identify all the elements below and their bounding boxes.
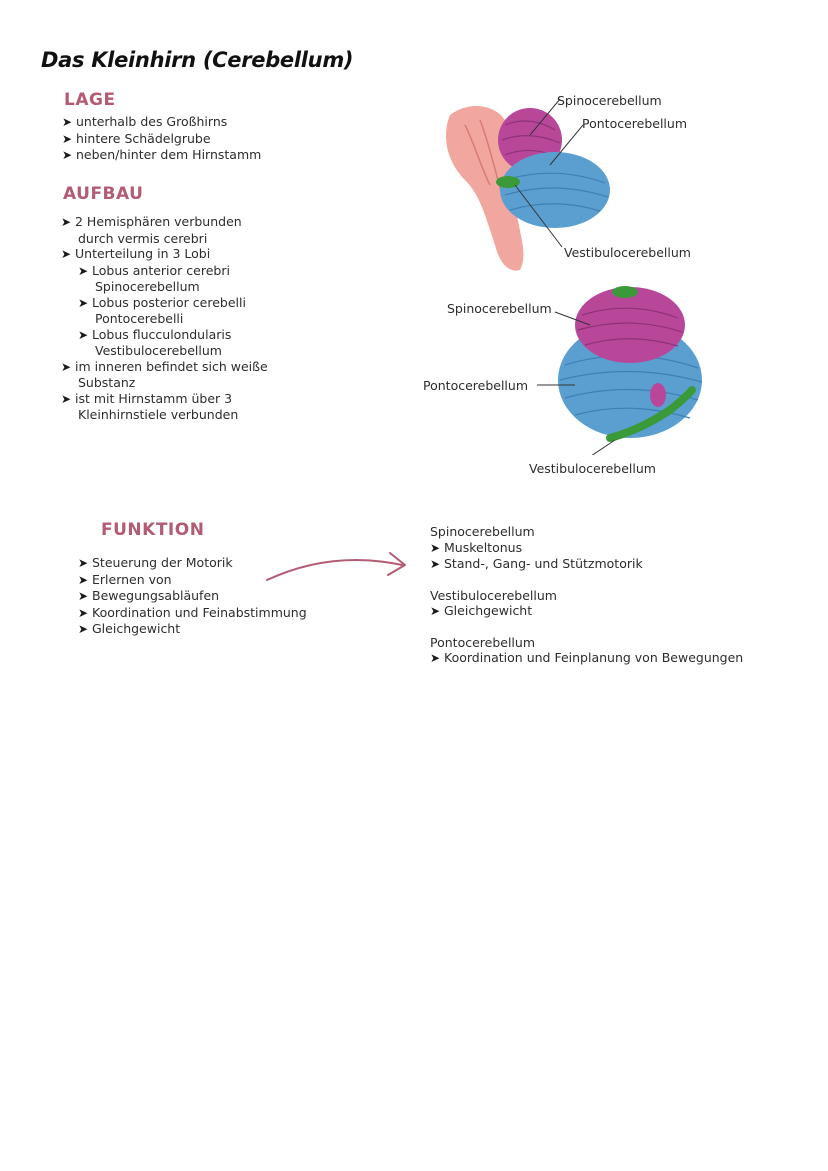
list-item: ➤Erlernen von xyxy=(78,571,172,587)
aufbau-heading: AUFBAU xyxy=(63,184,144,204)
funktion-list: ➤Steuerung der Motorik ➤Erlernen von ➤Be… xyxy=(78,555,307,638)
lage-list: ➤unterhalb des Großhirns ➤hintere Schäde… xyxy=(62,114,261,164)
lage-heading: LAGE xyxy=(64,90,116,110)
arrow-bullet-icon: ➤ xyxy=(78,327,89,342)
list-item: ➤neben/hinter dem Hirnstamm xyxy=(62,147,262,162)
label-vestibulocerebellum-bottom: Vestibulocerebellum xyxy=(529,461,656,476)
vestibulo-title: Vestibulocerebellum xyxy=(430,587,557,603)
list-item: ➤ist mit Hirnstamm über 3 xyxy=(61,390,233,406)
cerebellum-side-illustration xyxy=(445,98,610,271)
arrow-bullet-icon: ➤ xyxy=(78,295,89,310)
arrow-bullet-icon: ➤ xyxy=(78,622,89,636)
list-item: ➤Bewegungsabläufen xyxy=(78,588,220,603)
arrow-bullet-icon: ➤ xyxy=(78,572,89,587)
ponto-title: Pontocerebellum xyxy=(430,634,535,650)
list-item: ➤hintere Schädelgrube xyxy=(62,130,211,146)
label-vestibulocerebellum-top: Vestibulocerebellum xyxy=(564,245,691,260)
arrow-bullet-icon: ➤ xyxy=(430,604,441,618)
label-pontocerebellum-top: Pontocerebellum xyxy=(582,116,687,131)
list-item: ➤Lobus posterior cerebelli xyxy=(78,294,246,310)
list-item: ➤Koordination und Feinplanung von Bewegu… xyxy=(430,650,744,665)
list-item: ➤Steuerung der Motorik xyxy=(78,555,233,570)
arrow-bullet-icon: ➤ xyxy=(78,605,89,620)
list-item: ➤Gleichgewicht xyxy=(430,603,533,618)
list-item: ➤im inneren befindet sich weiße xyxy=(61,358,268,374)
arrow-bullet-icon: ➤ xyxy=(61,359,72,374)
vestibulocerebellum-region xyxy=(606,386,696,442)
list-item: ➤Unterteilung in 3 Lobi xyxy=(61,246,211,261)
label-pontocerebellum-bottom: Pontocerebellum xyxy=(423,378,528,393)
list-item: ➤unterhalb des Großhirns xyxy=(62,114,228,129)
function-details: Spinocerebellum ➤Muskeltonus ➤Stand-, Ga… xyxy=(430,524,743,667)
pontocerebellum-region xyxy=(500,152,610,228)
list-item: ➤Koordination und Feinabstimmung xyxy=(78,604,307,620)
arrow-bullet-icon: ➤ xyxy=(430,557,441,571)
funktion-heading: FUNKTION xyxy=(101,520,205,540)
list-item: ➤Gleichgewicht xyxy=(78,621,181,636)
arrow-bullet-icon: ➤ xyxy=(62,115,73,129)
list-item: ➤Lobus anterior cerebri xyxy=(78,262,230,278)
list-item: Spinocerebellum xyxy=(95,279,200,294)
cerebellum-front-illustration xyxy=(537,286,703,455)
arrow-bullet-icon: ➤ xyxy=(78,589,89,603)
spino-title: Spinocerebellum xyxy=(430,524,535,539)
aufbau-list: ➤2 Hemisphären verbunden durch vermis ce… xyxy=(61,214,268,423)
list-item: Vestibulocerebellum xyxy=(95,343,222,358)
arrow-bullet-icon: ➤ xyxy=(430,540,441,555)
arrow-bullet-icon: ➤ xyxy=(430,651,441,665)
list-item: ➤Lobus flucculondularis xyxy=(78,326,232,342)
list-item: durch vermis cerebri xyxy=(78,230,208,246)
list-item: Kleinhirnstiele verbunden xyxy=(78,407,239,422)
vestibulocerebellum-region xyxy=(496,176,520,188)
arrow-bullet-icon: ➤ xyxy=(62,148,73,162)
list-item: ➤Muskeltonus xyxy=(430,539,523,555)
arrow-bullet-icon: ➤ xyxy=(61,391,72,406)
arrow-bullet-icon: ➤ xyxy=(78,263,89,278)
arrow-bullet-icon: ➤ xyxy=(61,247,72,261)
label-spinocerebellum-bottom: Spinocerebellum xyxy=(447,301,552,316)
arrow-bullet-icon: ➤ xyxy=(62,131,73,146)
spinocerebellum-region xyxy=(575,287,685,363)
list-item: Substanz xyxy=(78,375,136,390)
list-item: ➤Stand-, Gang- und Stützmotorik xyxy=(430,556,643,571)
page-title: Das Kleinhirn (Cerebellum) xyxy=(41,48,354,72)
list-item: ➤2 Hemisphären verbunden xyxy=(61,214,242,229)
label-spinocerebellum-top: Spinocerebellum xyxy=(557,93,662,108)
arrow-bullet-icon: ➤ xyxy=(61,215,72,229)
arrow-bullet-icon: ➤ xyxy=(78,556,89,570)
list-item: Pontocerebelli xyxy=(95,311,184,326)
curved-arrow-icon xyxy=(266,552,406,581)
